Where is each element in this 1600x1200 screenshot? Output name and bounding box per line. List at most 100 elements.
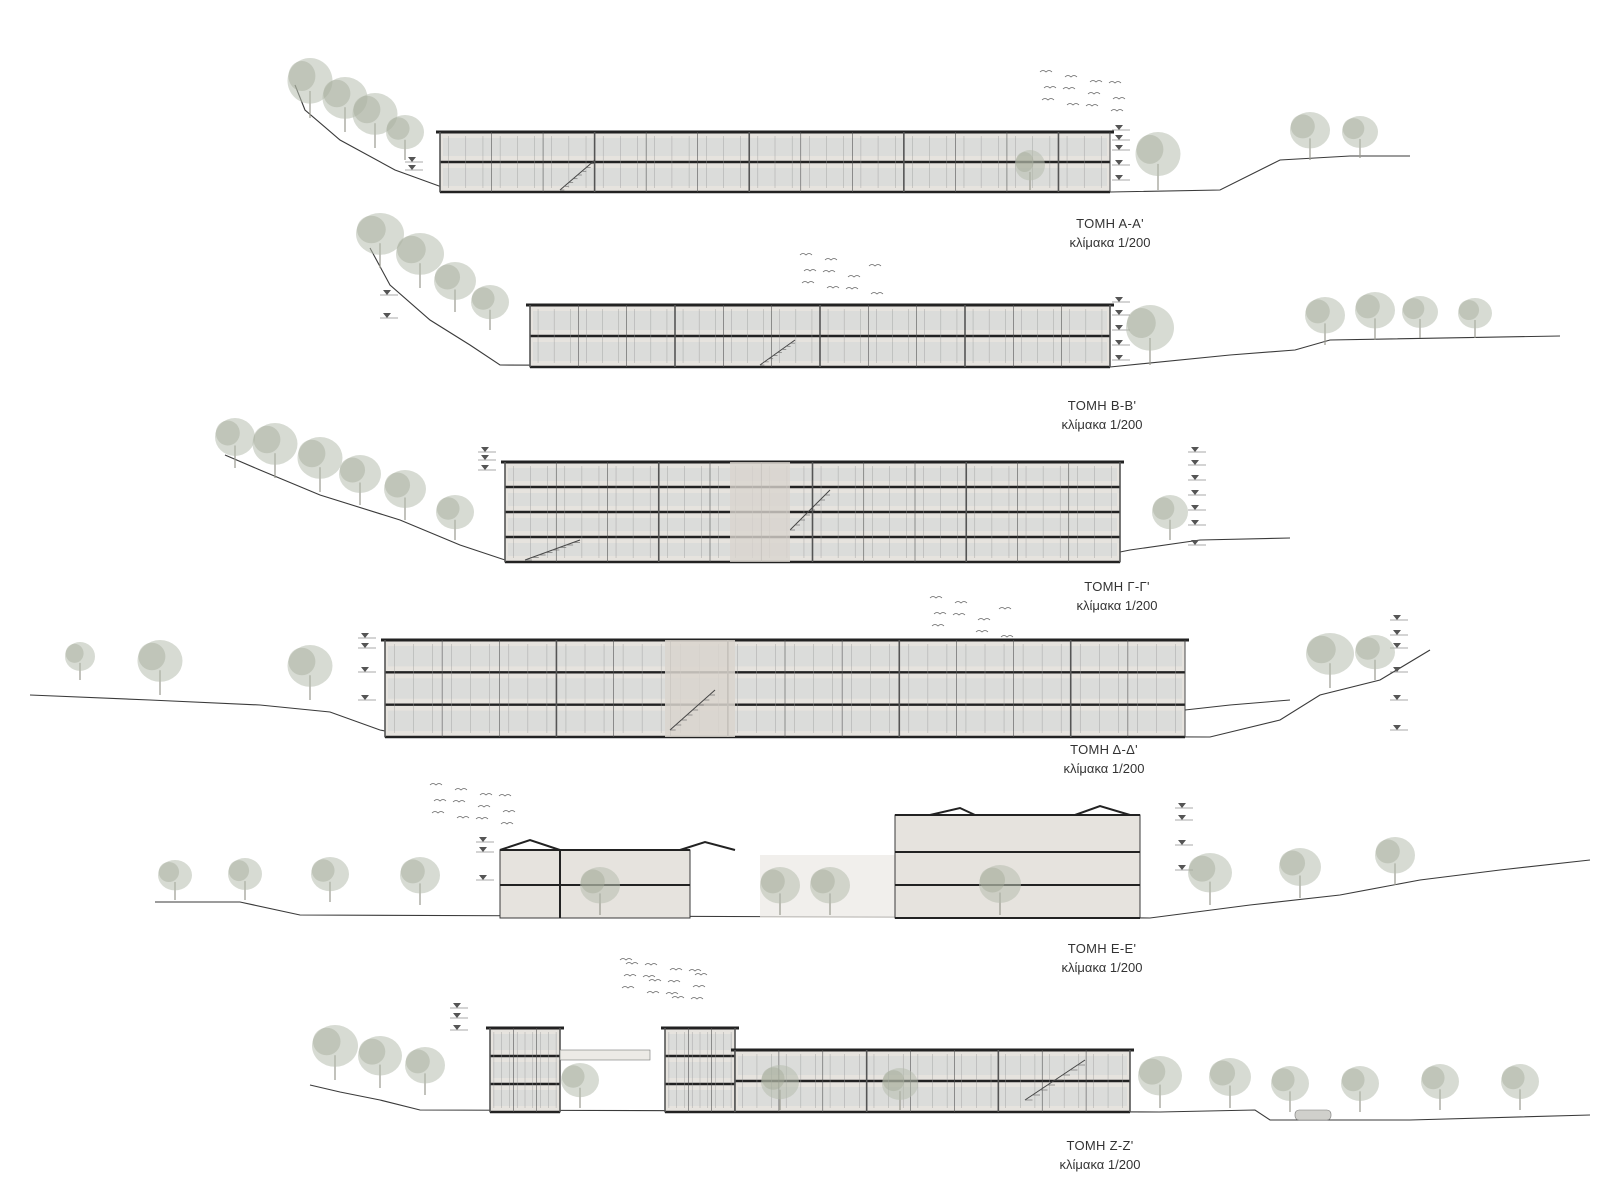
tree-canopy <box>1279 850 1306 876</box>
section-a-caption: ΤΟΜΗ Α-Α' κλίμακα 1/200 <box>1030 214 1190 252</box>
bird <box>1000 635 1014 638</box>
tree-canopy <box>760 869 785 894</box>
bird <box>694 973 708 976</box>
bird <box>799 253 813 256</box>
tree-canopy <box>471 287 495 310</box>
level-triangle <box>479 837 487 842</box>
level-triangle <box>408 165 416 170</box>
tree-canopy <box>761 1067 785 1090</box>
bird <box>477 805 491 808</box>
section-z-title: ΤΟΜΗ Ζ-Ζ' <box>1066 1138 1134 1153</box>
bird <box>475 817 489 820</box>
tree-canopy <box>358 1038 386 1065</box>
tree-canopy <box>1458 300 1480 320</box>
tree-canopy <box>298 439 326 468</box>
tree-canopy <box>158 860 192 891</box>
bird <box>688 969 702 972</box>
tree-canopy <box>1501 1066 1525 1090</box>
tree-canopy <box>1402 296 1438 328</box>
bird <box>977 618 991 621</box>
bird <box>667 980 681 983</box>
tree-canopy <box>436 494 474 530</box>
tree-canopy <box>252 423 298 465</box>
level-triangle <box>453 1013 461 1018</box>
tree-canopy <box>288 647 316 676</box>
tree-canopy <box>1126 308 1156 338</box>
tree-canopy <box>1188 855 1216 882</box>
tree-canopy <box>339 457 366 483</box>
level-triangle <box>1115 175 1123 180</box>
bird <box>801 281 815 284</box>
level-triangle <box>361 643 369 648</box>
level-triangle <box>1178 803 1186 808</box>
bird <box>1043 86 1057 89</box>
tree-canopy <box>396 235 426 264</box>
bird <box>690 997 704 1000</box>
tree-canopy <box>471 285 509 320</box>
rooflight <box>929 804 1131 816</box>
tree-canopy <box>1342 116 1378 148</box>
tree-canopy <box>1152 494 1188 530</box>
stair-core <box>730 462 790 562</box>
bird <box>931 624 945 627</box>
tree-canopy <box>1290 114 1315 139</box>
tree-canopy <box>580 867 620 904</box>
bird <box>619 958 633 961</box>
tree-canopy <box>1355 294 1380 319</box>
level-triangle <box>1178 865 1186 870</box>
tree-canopy <box>1355 635 1395 670</box>
section-c-caption: ΤΟΜΗ Γ-Γ' κλίμακα 1/200 <box>1037 577 1197 615</box>
tree-canopy <box>312 1025 358 1067</box>
section-z-caption: ΤΟΜΗ Ζ-Ζ' κλίμακα 1/200 <box>1020 1136 1180 1174</box>
tree-canopy <box>1136 134 1164 164</box>
bird <box>1089 80 1103 83</box>
tree-canopy <box>358 1036 402 1076</box>
tree-canopy <box>253 425 281 454</box>
ramp <box>1184 699 1291 711</box>
level-triangle <box>481 447 489 452</box>
section-c-scale: κλίμακα 1/200 <box>1076 598 1158 613</box>
tree-canopy <box>1271 1068 1295 1092</box>
level-triangle <box>1115 135 1123 140</box>
tree-canopy <box>1402 298 1425 320</box>
tree-canopy <box>339 455 381 493</box>
tree-canopy <box>353 95 381 124</box>
bird <box>502 810 516 813</box>
level-triangle <box>479 847 487 852</box>
tree-canopy <box>1341 1066 1379 1101</box>
section-e-scale: κλίμακα 1/200 <box>1061 960 1143 975</box>
tree-canopy <box>761 1065 799 1100</box>
section-b-title: ΤΟΜΗ Β-Β' <box>1067 398 1137 413</box>
level-triangle <box>1115 355 1123 360</box>
rooflight <box>679 840 736 851</box>
tree-canopy <box>1135 132 1181 177</box>
level-triangle <box>1115 297 1123 302</box>
bird <box>454 788 468 791</box>
bird <box>826 286 840 289</box>
level-triangle <box>481 465 489 470</box>
level-triangle <box>383 290 391 295</box>
level-triangle <box>1393 725 1401 730</box>
tree-canopy <box>228 860 250 882</box>
section-c-drawing <box>215 418 1291 564</box>
tree-canopy <box>1375 839 1400 864</box>
tree-canopy <box>561 1065 585 1088</box>
tree-canopy <box>1152 497 1175 520</box>
bird <box>845 287 859 290</box>
tree-canopy <box>561 1063 599 1098</box>
bird <box>824 258 838 261</box>
section-d-title: ΤΟΜΗ Δ-Δ' <box>1070 742 1138 757</box>
tree-canopy <box>882 1068 918 1100</box>
tree-canopy <box>434 264 461 290</box>
level-triangle <box>1393 667 1401 672</box>
tree-canopy <box>1015 152 1034 172</box>
bird <box>1087 92 1101 95</box>
bird <box>433 799 447 802</box>
tree-canopy <box>352 93 398 135</box>
bird <box>1112 97 1126 100</box>
tree-canopy <box>810 867 850 904</box>
tree-canopy <box>434 262 476 300</box>
bird <box>822 270 836 273</box>
section-a-scale: κλίμακα 1/200 <box>1069 235 1151 250</box>
tree-canopy <box>287 58 333 104</box>
